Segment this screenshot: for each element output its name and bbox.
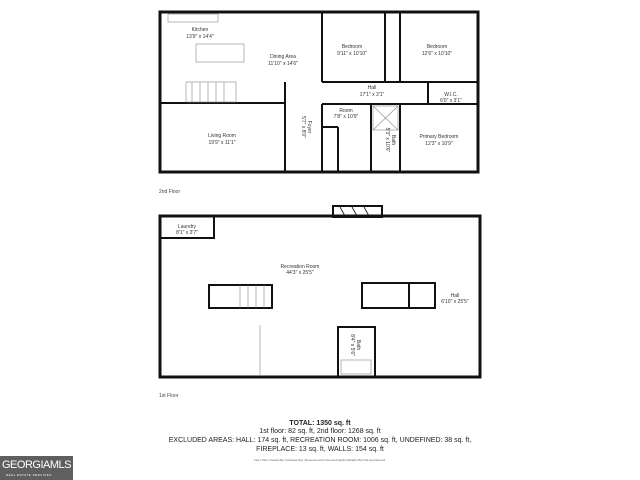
- room-name: Hall: [451, 293, 460, 299]
- floor-areas: 1st floor: 82 sq. ft, 2nd floor: 1268 sq…: [259, 428, 381, 435]
- room-dims: 13'9" x 14'4": [186, 34, 214, 40]
- room-name: Dining Area: [270, 54, 296, 60]
- room-dims: 17'1" x 3'1": [360, 92, 385, 98]
- room-name: Bath: [355, 340, 361, 351]
- room-name: Recreation Room: [281, 264, 320, 270]
- room-name: Kitchen: [192, 27, 209, 33]
- room-name: Primary Bedroom: [420, 134, 459, 140]
- logo-tagline: REAL ESTATE SERVICES: [6, 473, 52, 477]
- room-dims: 12'6" x 10'10": [422, 51, 452, 57]
- room-name: W.I.C.: [444, 92, 458, 98]
- room-dims: 7'8" x 10'9": [334, 114, 359, 120]
- second-floor-plan: [158, 10, 480, 174]
- room-name: Hall: [368, 85, 377, 91]
- room-name: Room: [339, 108, 352, 114]
- room-dims: 5'3" x 10'6": [384, 128, 390, 153]
- room-dims: 11'10" x 14'6": [268, 61, 298, 67]
- excluded-areas-1: EXCLUDED AREAS: HALL: 174 sq. ft, RECREA…: [168, 437, 472, 444]
- first-floor-plan: [158, 205, 482, 379]
- logo-name: GEORGIAMLS: [2, 459, 71, 471]
- room-dims: 9'11" x 10'10": [337, 51, 367, 57]
- room-dims: 8'4" x 5'6": [349, 334, 355, 356]
- room-dims: 8'1" x 3'7": [176, 230, 198, 236]
- room-labels: Kitchen 13'9" x 14'4" Dining Area 11'10"…: [176, 27, 469, 356]
- excluded-areas-2: FIREPLACE: 13 sq. ft, WALLS: 154 sq. ft: [256, 446, 384, 453]
- georgia-mls-logo: GEORGIAMLS REAL ESTATE SERVICES: [0, 456, 73, 480]
- room-name: Bath: [390, 135, 396, 146]
- fireplace: [332, 205, 383, 218]
- room-name: Bedroom: [427, 44, 447, 50]
- room-name: Bedroom: [342, 44, 362, 50]
- room-dims: 12'3" x 10'9": [425, 141, 453, 147]
- first-floor-label: 1st Floor: [159, 393, 179, 399]
- first-floor-outer-walls: [158, 214, 482, 379]
- room-name: Foyer: [306, 121, 312, 134]
- room-name: Laundry: [178, 224, 197, 230]
- second-floor-outer-walls: [158, 10, 480, 174]
- credit-text: Floor Plan Created By Cubicasa App. Meas…: [254, 458, 386, 462]
- room-dims: 5'7" x 8'0": [300, 116, 306, 138]
- second-floor-fixtures: [167, 13, 399, 131]
- second-floor-label: 2nd Floor: [159, 189, 181, 195]
- room-dims: 19'9" x 11'1": [208, 140, 235, 146]
- second-floor-interior-walls: [160, 13, 478, 172]
- room-dims: 44'3" x 25'5": [286, 270, 314, 276]
- room-dims: 6'0" x 3'1": [440, 98, 462, 104]
- area-summary: TOTAL: 1350 sq. ft 1st floor: 82 sq. ft,…: [0, 420, 640, 462]
- room-name: Living Room: [208, 133, 236, 139]
- room-dims: 6'10" x 25'5": [441, 299, 469, 305]
- total-area: TOTAL: 1350 sq. ft: [289, 420, 351, 427]
